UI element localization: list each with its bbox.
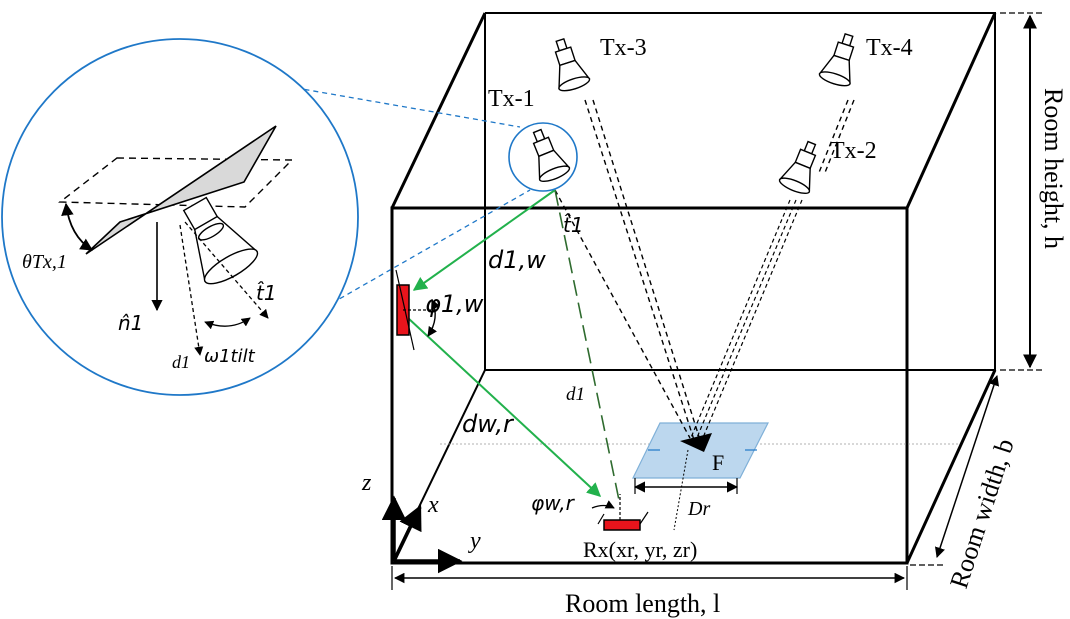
room-box (390, 12, 997, 565)
photodetector-icon (591, 494, 649, 531)
wall-reflector-icon (395, 269, 441, 351)
rx-label: Rx(xr, yr, zr) (583, 537, 697, 562)
tx1-beam (554, 189, 691, 506)
phi1w-label: φ1,w (425, 290, 484, 318)
dwr-label: dw,r (462, 410, 515, 438)
d1-room-label: d1 (566, 384, 585, 405)
t1-room-label: t̂1 (563, 213, 584, 237)
room-height-dimension: Room height, h (1000, 12, 1068, 371)
coordinate-axes: z x y (361, 470, 481, 574)
tx2-label: Tx-2 (830, 138, 877, 164)
focus-label: F (712, 450, 724, 475)
dr-label: Dr (687, 498, 710, 520)
dr-dimension: Dr (633, 449, 739, 531)
luminaire-tx2 (778, 140, 817, 194)
tx4-beam (817, 99, 855, 176)
tx3-label: Tx-3 (600, 35, 647, 61)
tx3-beam (584, 99, 701, 441)
room-length-dimension: Room length, l (391, 566, 908, 618)
axis-z-label: z (361, 470, 372, 496)
d1w-label: d1,w (488, 246, 546, 274)
room-length-label: Room length, l (565, 589, 720, 618)
luminaire-inset (182, 196, 259, 285)
phiwr-label: φw,r (531, 491, 576, 515)
t1-inset-label: t̂1 (256, 281, 277, 305)
reflection-path (407, 189, 602, 497)
receiver-plane: F (632, 422, 769, 479)
tx1-label: Tx-1 (488, 86, 535, 112)
axis-y-label: y (468, 528, 481, 554)
theta-label: θTx,1 (22, 251, 67, 273)
luminaire-tx1 (532, 128, 571, 182)
mounting-plate-icon (85, 125, 277, 255)
tx4-label: Tx-4 (866, 35, 913, 61)
luminaire-tx3 (554, 37, 591, 92)
n1-label: n̂1 (118, 311, 143, 335)
tx2-beam (689, 199, 803, 441)
inset-zoom: θTx,1 n̂1 d1 ω1tilt t̂1 (1, 38, 359, 396)
room-width-dimension: Room width, b (910, 375, 1020, 592)
focus-point (680, 433, 712, 452)
omega-label: ω1tilt (204, 346, 256, 367)
axis-x-label: x (427, 492, 439, 518)
luminaire-tx4 (818, 32, 855, 87)
room-height-label: Room height, h (1039, 88, 1068, 249)
tx1-highlight-circle (508, 122, 578, 192)
d1-inset-label: d1 (172, 352, 190, 372)
